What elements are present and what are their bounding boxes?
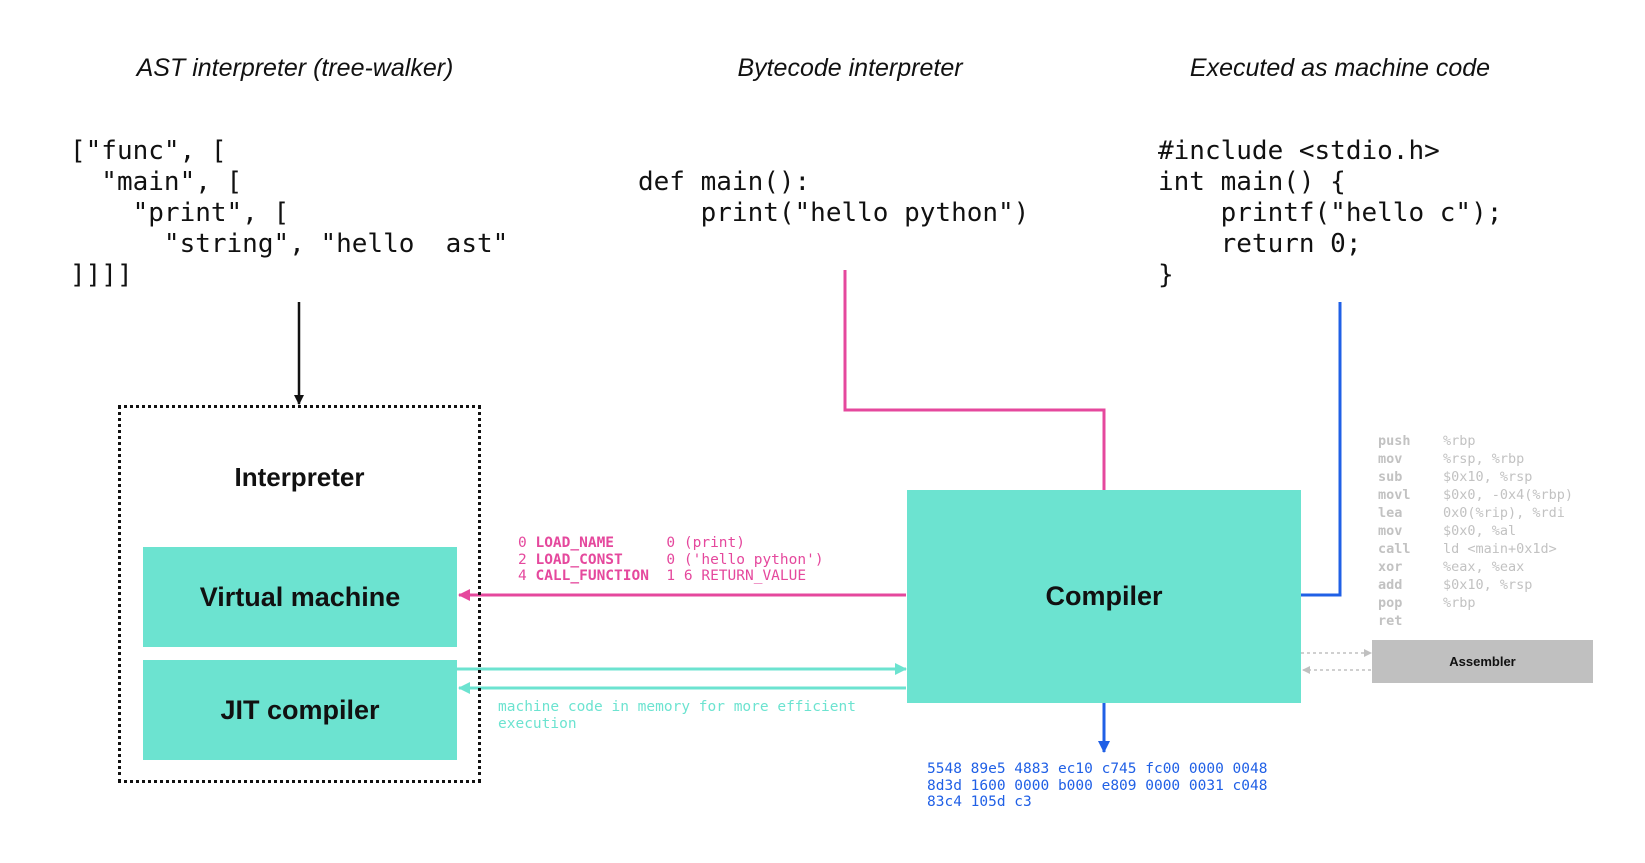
- asm-row: ret: [1378, 612, 1573, 630]
- bytecode-index: 0: [518, 535, 527, 551]
- asm-row: movl $0x0, -0x4(%rbp): [1378, 486, 1573, 504]
- interpreter-frame: [118, 405, 481, 783]
- code-line: print("hello python"): [638, 198, 1030, 228]
- asm-args: $0x10, %rsp: [1443, 469, 1533, 485]
- asm-args: $0x0, %al: [1443, 523, 1517, 539]
- interpreter-label: Interpreter: [234, 462, 365, 492]
- code-line: int main() {: [1158, 167, 1346, 197]
- code-line: return 0;: [1158, 229, 1362, 259]
- asm-row: lea 0x0(%rip), %rdi: [1378, 504, 1573, 522]
- ast-interpreter-title: AST interpreter (tree-walker): [136, 54, 454, 82]
- compiler-box: Compiler: [907, 490, 1301, 703]
- asm-op: add: [1378, 577, 1403, 593]
- note-line: execution: [498, 715, 577, 732]
- code-line: def main():: [638, 167, 811, 197]
- bytecode-listing: 0 LOAD_NAME 0 (print)2 LOAD_CONST 0 ('he…: [518, 535, 824, 585]
- code-line: ["func", [: [70, 136, 227, 166]
- jit-note: machine code in memory for more efficien…: [498, 699, 856, 732]
- asm-op: movl: [1378, 487, 1411, 503]
- bytecode-index: 2: [518, 551, 527, 568]
- hex-line: 5548 89e5 4883 ec10 c745 fc00 0000 0048: [927, 761, 1268, 777]
- bytecode-row: 2 LOAD_CONST 0 ('hello python'): [518, 552, 824, 569]
- note-line: machine code in memory for more efficien…: [498, 699, 856, 715]
- code-line: }: [1158, 260, 1174, 290]
- bytecode-index: 4: [518, 568, 527, 584]
- assembly-listing: push %rbp mov %rsp, %rbp sub $0x10, %rsp mo…: [1378, 432, 1573, 630]
- bytecode-interpreter-title: Bytecode interpreter: [737, 54, 963, 82]
- asm-row: mov %rsp, %rbp: [1378, 450, 1573, 468]
- bytecode-op: CALL_FUNCTION: [535, 568, 649, 584]
- asm-row: mov $0x0, %al: [1378, 522, 1573, 540]
- code-line: printf("hello c");: [1158, 198, 1503, 228]
- bytecode-arg: 1 6 RETURN_VALUE: [648, 568, 807, 584]
- bytecode-arg: 0 (print): [614, 535, 745, 551]
- c-to-compiler-line: [1301, 302, 1342, 597]
- bytecode-op: LOAD_CONST: [535, 551, 623, 568]
- c-code: #include <stdio.h>int main() { printf("h…: [1158, 136, 1502, 291]
- asm-op: mov: [1378, 523, 1403, 539]
- asm-args: %rbp: [1443, 595, 1476, 611]
- asm-row: push %rbp: [1378, 432, 1573, 450]
- code-line: #include <stdio.h>: [1158, 136, 1440, 166]
- asm-row: xor %eax, %eax: [1378, 558, 1573, 576]
- python-to-compiler-line: [843, 270, 1106, 490]
- ast-code: ["func", [ "main", [ "print", [ "string"…: [70, 136, 508, 291]
- asm-op: call: [1378, 541, 1411, 557]
- hex-line: 8d3d 1600 0000 b000 e809 0000 0031 c048: [927, 777, 1268, 794]
- asm-args: ld <main+0x1d>: [1443, 541, 1557, 557]
- asm-row: pop %rbp: [1378, 594, 1573, 612]
- asm-op: ret: [1378, 613, 1403, 629]
- asm-args: $0x0, -0x4(%rbp): [1443, 487, 1574, 503]
- machine-code-title: Executed as machine code: [1189, 54, 1491, 82]
- asm-args: %rbp: [1443, 433, 1476, 449]
- virtual-machine-box: Virtual machine: [143, 547, 457, 647]
- asm-args: %eax, %eax: [1443, 559, 1525, 575]
- code-line: "print", [: [70, 198, 290, 228]
- bytecode-row: 4 CALL_FUNCTION 1 6 RETURN_VALUE: [518, 568, 824, 585]
- asm-row: call ld <main+0x1d>: [1378, 540, 1573, 558]
- assembler-box: Assembler: [1372, 640, 1593, 683]
- asm-op: lea: [1378, 505, 1403, 521]
- asm-op: pop: [1378, 595, 1403, 611]
- asm-op: push: [1378, 433, 1411, 449]
- asm-args: $0x10, %rsp: [1443, 577, 1533, 593]
- asm-args: 0x0(%rip), %rdi: [1443, 505, 1565, 521]
- code-line: "string", "hello ast": [70, 229, 509, 259]
- asm-op: mov: [1378, 451, 1403, 467]
- python-code: def main(): print("hello python"): [638, 167, 1029, 229]
- code-line: "main", [: [70, 167, 243, 197]
- asm-op: xor: [1378, 559, 1403, 575]
- bytecode-arg: 0 ('hello python'): [622, 551, 824, 568]
- code-line: ]]]]: [70, 260, 133, 290]
- jit-compiler-box: JIT compiler: [143, 660, 457, 760]
- asm-row: add $0x10, %rsp: [1378, 576, 1573, 594]
- asm-args: %rsp, %rbp: [1443, 451, 1525, 467]
- hex-line: 83c4 105d c3: [927, 794, 1032, 810]
- asm-row: sub $0x10, %rsp: [1378, 468, 1573, 486]
- asm-op: sub: [1378, 469, 1403, 485]
- bytecode-row: 0 LOAD_NAME 0 (print): [518, 535, 824, 552]
- bytecode-op: LOAD_NAME: [535, 535, 615, 551]
